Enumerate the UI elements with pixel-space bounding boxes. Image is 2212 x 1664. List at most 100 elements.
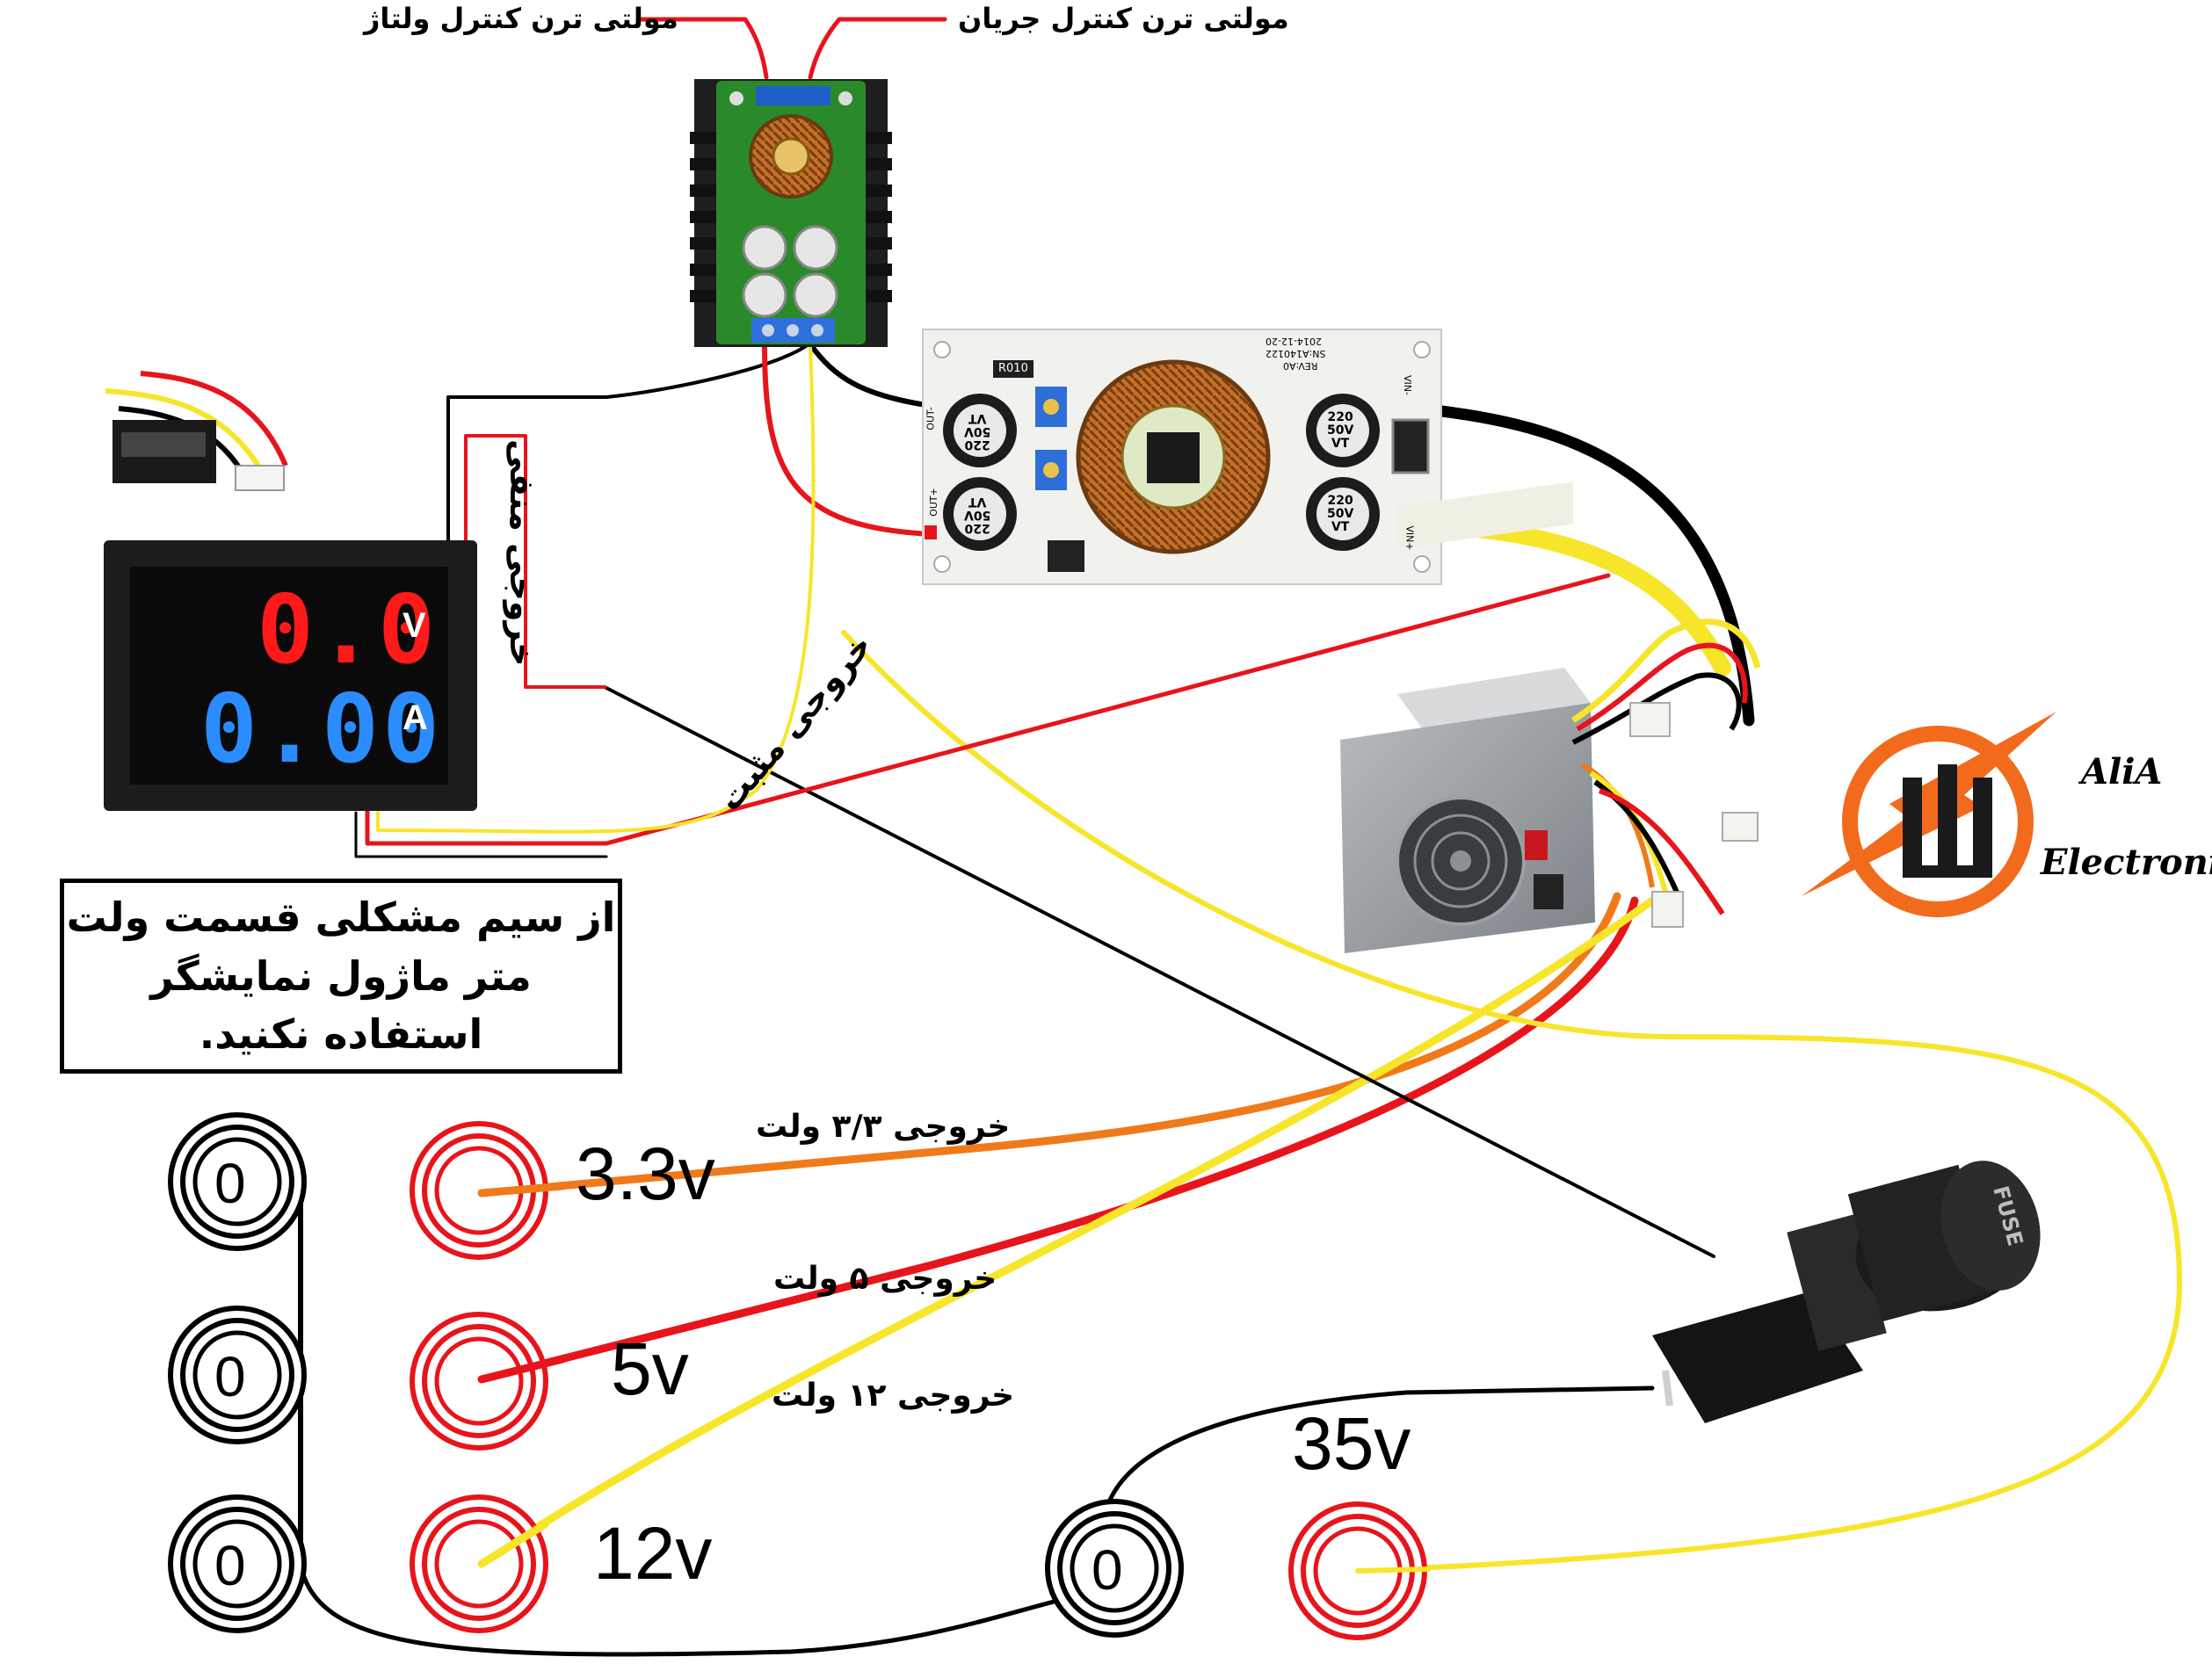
wire-negative-fuse	[603, 685, 1715, 1258]
boost-mount-hole-bl	[933, 555, 951, 573]
boost-pin-out-plus: OUT+	[927, 488, 939, 517]
terminal-black-2	[168, 1306, 307, 1444]
psu-molex-1	[1629, 702, 1671, 737]
fuse-holder	[1652, 1161, 2041, 1423]
meter-v-unit: V	[403, 606, 426, 645]
cap-rating: 50V	[1327, 423, 1354, 438]
meter-current-readout: 0.00	[200, 675, 444, 785]
cap-type: VT	[1331, 520, 1350, 534]
boost-mosfet-1	[1048, 540, 1084, 572]
wire-buck-yellow	[376, 343, 816, 834]
cap-type: VT	[968, 411, 987, 425]
buck-converter	[690, 79, 892, 347]
boost-converter	[922, 329, 1442, 585]
wire-meter-red-loop	[464, 434, 606, 689]
boost-ic	[1147, 432, 1200, 483]
boost-cap-in-1-text: 220 50V VT	[1327, 411, 1353, 451]
wire-ground-bus	[298, 1561, 1119, 1657]
psu-molex-3	[1651, 891, 1684, 928]
boost-mount-hole-tl	[933, 341, 951, 358]
wire-5v-red	[477, 896, 1639, 1384]
voltage-label-5v: 5v	[611, 1328, 689, 1410]
small-voltmeter	[105, 371, 288, 491]
small-meter-connector	[235, 465, 285, 491]
voltage-label-35v: 35v	[1292, 1402, 1411, 1485]
fuse-body	[1652, 1291, 1863, 1423]
wire-3v3-orange	[477, 892, 1621, 1197]
psu-power-socket	[1534, 874, 1563, 909]
voltage-label-12v: 12v	[593, 1512, 713, 1595]
logo-ring	[1842, 726, 2034, 917]
wire-35v-yellow	[841, 630, 2182, 1574]
pointer-voltage-pot	[639, 17, 769, 80]
terminal-mark-black-1: 0	[214, 1152, 246, 1215]
psu-molex-2	[1722, 812, 1759, 842]
boost-pin-vin-minus: VIN-	[1401, 375, 1413, 395]
wire-psu-yellow-boost	[1432, 517, 1731, 676]
boost-pad-out-plus	[925, 525, 937, 539]
buck-cap-1	[742, 225, 787, 271]
boost-pin-out-minus: OUT-	[925, 407, 937, 430]
voltage-label-3v3: 3.3v	[576, 1132, 715, 1215]
wire-psu-red-meter	[365, 573, 1611, 846]
cap-type: VT	[1331, 437, 1350, 451]
terminal-mark-black-2: 0	[214, 1345, 246, 1408]
cap-value: 220	[964, 438, 990, 452]
psu-switch	[1525, 830, 1548, 860]
logo-text-line1: AliA	[2081, 751, 2163, 792]
buck-cap-2	[793, 225, 838, 271]
pointer-current-pot	[808, 17, 947, 80]
buck-cap-4	[793, 272, 838, 318]
boost-resistor-label: R010	[998, 362, 1028, 375]
logo-bolt	[1802, 712, 2056, 896]
atx-psu	[1340, 481, 1761, 953]
buck-mount-hole-tl	[729, 91, 743, 105]
wire-psu-black-boost	[1435, 405, 1755, 727]
display-module-screen	[130, 567, 448, 785]
logo-text-line2: ElectroniC	[2041, 842, 2212, 883]
boost-mount-hole-tr	[1413, 341, 1431, 358]
wire-buck-red	[762, 342, 934, 537]
psu-cable-bundle-1	[1571, 619, 1761, 723]
cap-type: VT	[968, 495, 987, 509]
small-meter-lead-yellow	[105, 388, 266, 476]
label-output-3v3: خروجی ۳/۳ ولت	[756, 1109, 1011, 1145]
boost-pin-vin-plus: VIN+	[1403, 525, 1416, 551]
cap-rating: 50V	[964, 508, 991, 522]
boost-cap-in-2-text: 220 50V VT	[1327, 495, 1353, 534]
label-voltage-pot: مولتی ترن کنترل ولتاژ	[364, 2, 678, 35]
label-current-pot: مولتی ترن کنترل جریان	[958, 2, 1289, 35]
terminal-mark-black-35v: 0	[1091, 1538, 1123, 1602]
brand-logo	[1802, 712, 2056, 917]
display-module	[104, 540, 477, 811]
buck-cap-3	[742, 272, 787, 318]
label-negative-output: خروجی منفی	[503, 439, 541, 667]
psu-label-sticker	[1397, 481, 1573, 549]
warning-note: از سیم مشکلی قسمت ولت متر ماژول نمایشگر …	[60, 879, 622, 1074]
terminal-mark-black-3: 0	[214, 1534, 246, 1597]
label-output-12v: خروجی ۱۲ ولت	[772, 1378, 1015, 1414]
label-output-5v: خروجی ۵ ولت	[773, 1261, 997, 1297]
terminal-black-1	[168, 1112, 307, 1251]
boost-shunt-resistor	[993, 360, 1033, 378]
boost-cap-out-1-text: 220 50V VT	[964, 411, 990, 452]
terminal-black-35v	[1045, 1499, 1184, 1638]
boost-mount-hole-br	[1413, 555, 1431, 573]
meter-voltage-readout: 0.0	[257, 575, 439, 685]
wire-buck-black	[446, 343, 810, 546]
cap-rating: 50V	[1327, 507, 1354, 521]
cap-value: 220	[1327, 494, 1353, 508]
boost-mosfet-2	[1391, 418, 1430, 474]
terminal-black-3	[168, 1494, 307, 1633]
cap-value: 220	[964, 521, 990, 535]
buck-mount-hole-tr	[838, 91, 852, 105]
boost-serial: SN:A140122	[1266, 348, 1326, 359]
psu-top-face	[1397, 668, 1591, 731]
wire-12v-yellow	[477, 896, 1657, 1568]
small-meter-lead-red	[140, 371, 288, 467]
boost-rev: REV:A0	[1283, 360, 1318, 372]
meter-a-unit: A	[403, 698, 428, 737]
wire-meter-black-out	[354, 811, 608, 858]
